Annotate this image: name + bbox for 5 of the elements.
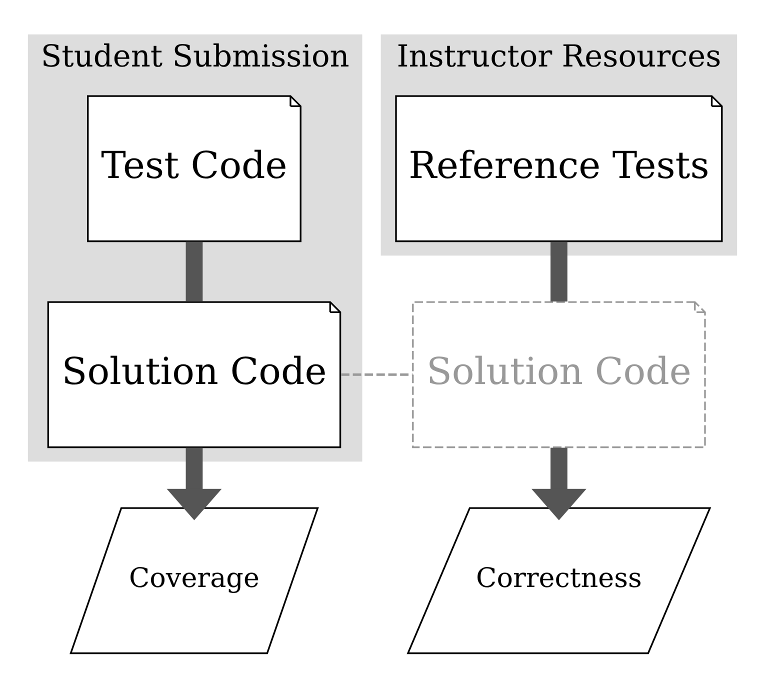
arrow	[531, 447, 586, 520]
connector	[550, 241, 568, 301]
connector	[340, 372, 412, 376]
connector	[186, 241, 203, 301]
arrow	[166, 447, 222, 520]
